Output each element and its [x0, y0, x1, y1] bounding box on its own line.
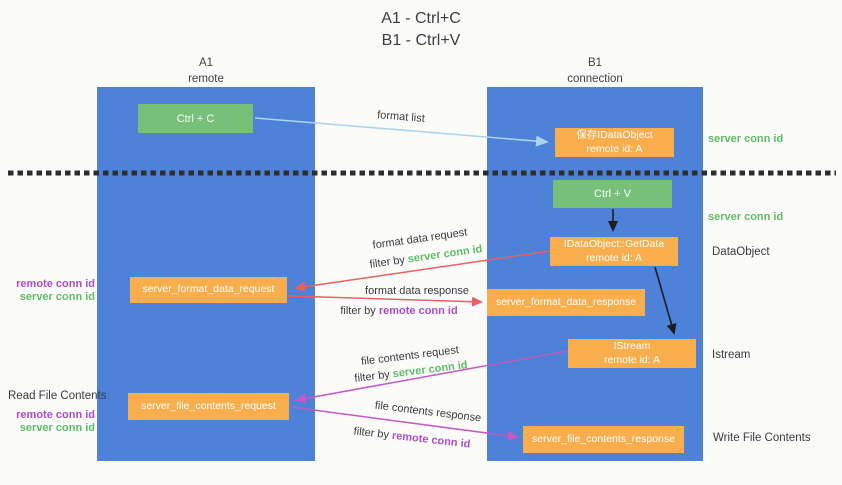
arrow-getdata-to-istream	[654, 266, 677, 335]
column-header-b1: B1 connection	[487, 56, 703, 87]
column-a1-name: A1	[198, 57, 214, 69]
title-line-2: B1 - Ctrl+V	[381, 32, 461, 50]
side-label-write-file-contents: Write File Contents	[713, 432, 811, 444]
side-label-istream: Istream	[712, 349, 751, 361]
node-ctrl-c-label: Ctrl + C	[176, 112, 215, 125]
side-label-server-conn-id-mid: server conn id	[708, 211, 784, 223]
node-getdata-line1: IDataObject::GetData	[563, 237, 665, 250]
node-idataobject-getdata: IDataObject::GetData remote id: A	[550, 237, 678, 266]
filter-by-text: filter by	[340, 305, 379, 317]
arrow-format-data-request	[294, 250, 551, 292]
conn-id-pair-format: remote conn id server conn id	[0, 278, 95, 304]
side-label-read-file-contents: Read File Contents	[8, 390, 107, 402]
node-ctrl-v: Ctrl + V	[553, 180, 672, 208]
node-save-idataobject-line1: 保存IDataObject	[576, 128, 653, 141]
node-istream-line2: remote id: A	[603, 353, 661, 366]
node-file-response-label: server_file_contents_response	[531, 432, 675, 445]
node-format-response-label: server_format_data_response	[495, 295, 637, 308]
node-ctrl-v-label: Ctrl + V	[594, 188, 631, 200]
label-remote-conn-id: remote conn id	[16, 278, 95, 290]
column-a1-subtitle: remote	[188, 72, 224, 85]
node-server-file-contents-response: server_file_contents_response	[523, 426, 684, 453]
arrow-format-list	[254, 117, 549, 147]
node-getdata-line2: remote id: A	[585, 251, 643, 264]
arrow-format-data-response	[288, 295, 483, 307]
node-istream-line1: IStream	[613, 339, 651, 352]
label-remote-conn-id: remote conn id	[16, 409, 95, 421]
node-save-idataobject: 保存IDataObject remote id: A	[555, 128, 674, 157]
column-header-a1: A1 remote	[97, 56, 315, 87]
node-file-request-label: server_file_contents_request	[141, 399, 276, 412]
node-server-format-data-request: server_format_data_request	[130, 277, 287, 303]
column-b1-name: B1	[587, 57, 603, 69]
node-server-format-data-response: server_format_data_response	[487, 289, 645, 316]
side-label-dataobject: DataObject	[712, 246, 770, 258]
title-line-1: A1 - Ctrl+C	[381, 10, 461, 27]
arrow-file-contents-request	[295, 350, 568, 404]
flow-label-format-data-response: format data response	[365, 285, 469, 297]
node-server-file-contents-request: server_file_contents_request	[128, 393, 289, 420]
flow-label-filter-by-remote-conn-id: filter by remote conn id	[340, 305, 457, 317]
node-istream: IStream remote id: A	[568, 339, 696, 368]
conn-id-pair-file: remote conn id server conn id	[0, 409, 95, 435]
column-b1-subtitle: connection	[567, 72, 623, 85]
node-ctrl-c: Ctrl + C	[138, 104, 253, 133]
node-save-idataobject-line2: remote id: A	[586, 142, 643, 155]
side-label-server-conn-id-top: server conn id	[708, 133, 784, 145]
label-server-conn-id: server conn id	[19, 290, 95, 303]
diagram-title: A1 - Ctrl+C B1 - Ctrl+V	[0, 8, 842, 53]
arrow-file-contents-response	[290, 406, 519, 441]
label-server-conn-id: server conn id	[19, 421, 95, 434]
node-format-request-label: server_format_data_request	[142, 283, 275, 296]
remote-conn-id-text: remote conn id	[378, 305, 458, 317]
